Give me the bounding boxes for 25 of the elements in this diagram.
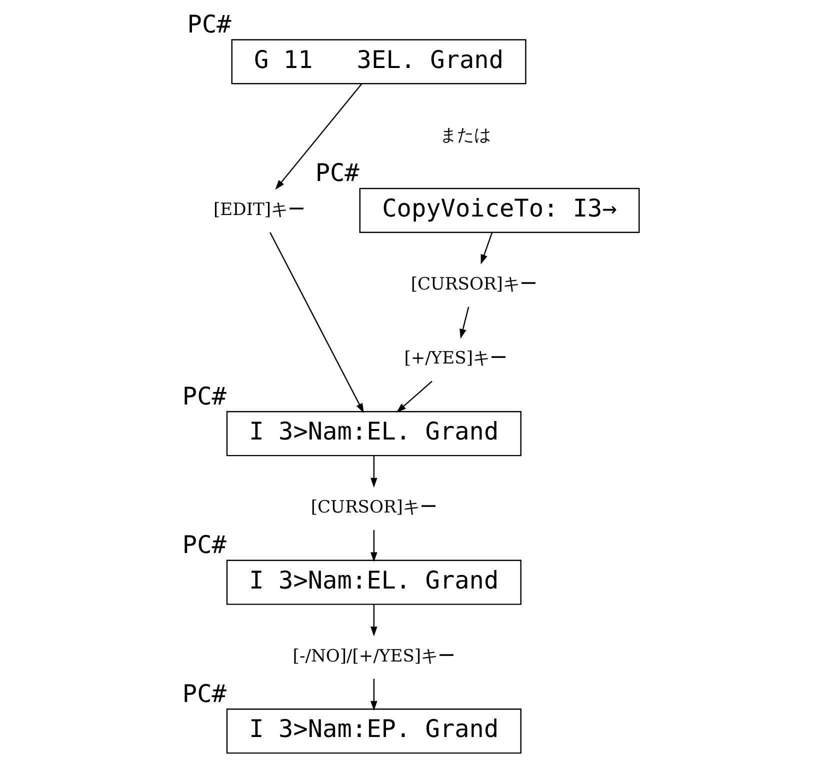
node-label: PC#: [186, 9, 231, 38]
arrow: [269, 232, 364, 414]
label: または: [439, 126, 490, 146]
arrow: [370, 604, 377, 636]
node-text: [+/YES]キー: [404, 348, 507, 369]
node-label: PC#: [182, 678, 226, 708]
node-text: [-/NO]/[+/YES]キー: [292, 646, 455, 666]
node-box: CopyVoiceTo: I3→: [358, 188, 640, 234]
node-text: [CURSOR]キー: [410, 274, 536, 294]
node-box: I 3>Nam:EP. Grand: [226, 708, 521, 754]
node-text: [CURSOR]キー: [310, 497, 436, 518]
node-label: PC#: [182, 530, 226, 560]
arrow: [480, 232, 492, 264]
arrow: [396, 380, 432, 413]
arrow: [274, 84, 362, 190]
node-label: PC#: [314, 158, 359, 188]
node-label: PC#: [182, 381, 226, 410]
node-box: I 3>Nam:EL. Grand: [226, 411, 521, 456]
arrow: [370, 456, 377, 488]
arrow: [459, 306, 469, 339]
node-box: G 11 3EL. Grand: [230, 39, 526, 84]
node-box: I 3>Nam:EL. Grand: [226, 560, 521, 605]
node-text: [EDIT]キー: [213, 200, 305, 220]
arrow: [370, 678, 377, 711]
arrow: [370, 530, 377, 562]
